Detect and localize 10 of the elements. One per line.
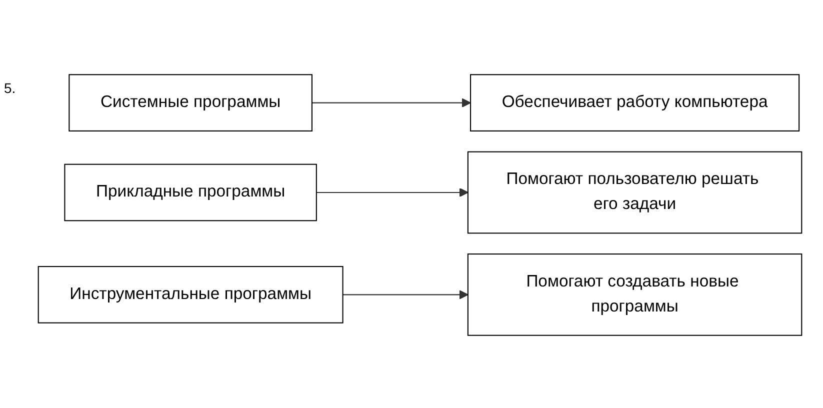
node-box: Прикладные программы (64, 164, 317, 222)
node-box: Инструментальные программы (38, 266, 344, 324)
node-box: Системные программы (68, 74, 312, 132)
node-box: Помогают пользователю решать его задачи (467, 151, 802, 234)
node-box: Обеспечивает работу компьютера (470, 74, 800, 132)
arrow (316, 188, 468, 198)
arrow (342, 290, 468, 300)
node-box: Помогают создавать новые программы (467, 254, 802, 336)
arrow (312, 98, 471, 108)
item-number: 5. (4, 80, 16, 96)
